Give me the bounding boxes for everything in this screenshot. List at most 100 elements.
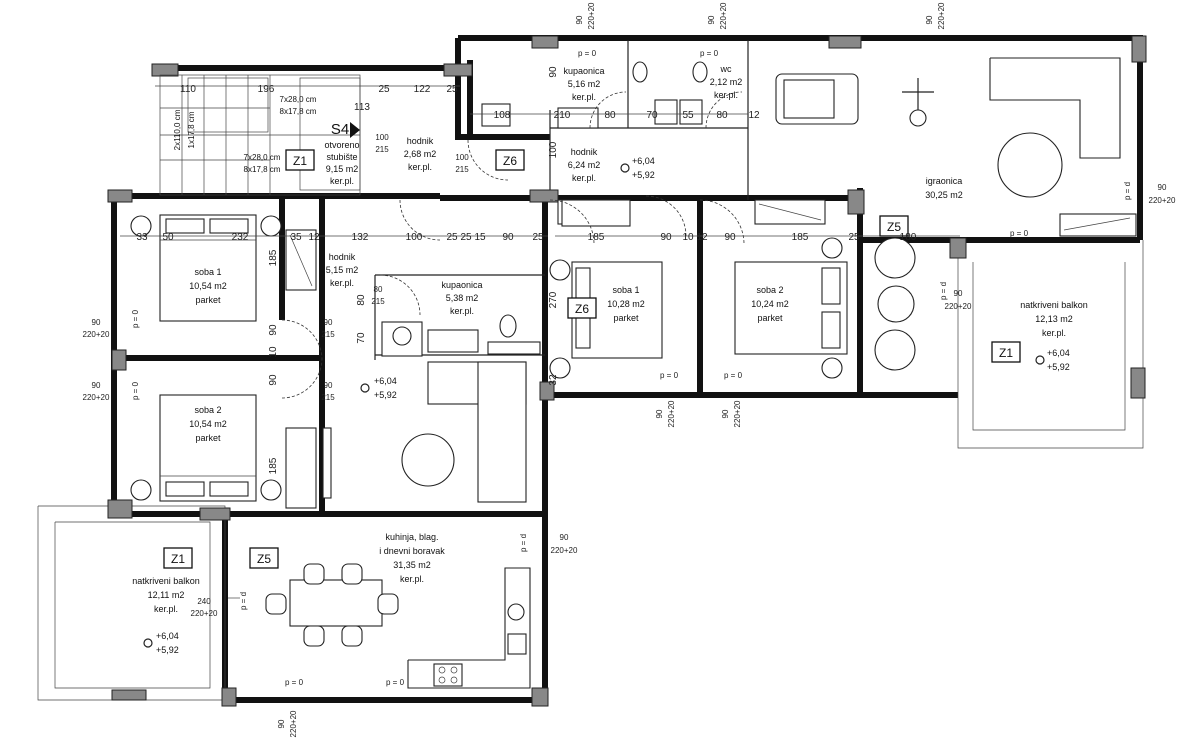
dim-row-1: 50: [162, 232, 174, 243]
open-w-left1: 90: [92, 318, 101, 327]
balconyL-floor: ker.pl.: [154, 604, 178, 614]
open-w-roomB: 90: [655, 409, 664, 418]
dim-hall-6: 12: [748, 110, 760, 121]
kitchen-area: 31,35 m2: [393, 560, 431, 570]
tag-z1-balconyL: Z1: [171, 552, 185, 566]
balconyL-name: natkriveni balkon: [132, 576, 200, 586]
dim-hall-4: 55: [682, 110, 694, 121]
bath1-area: 5,16 m2: [568, 79, 601, 89]
open-h-top2: 220+20: [719, 2, 728, 29]
stair-name: otvoreno: [324, 140, 359, 150]
dim-row-5: 132: [352, 232, 369, 243]
dim-stair-1: 196: [258, 84, 275, 95]
bath2-name: kupaonica: [441, 280, 482, 290]
dim-v-2: 10: [268, 346, 279, 358]
roomA1-area: 10,54 m2: [189, 281, 227, 291]
dim-stair-3: 122: [414, 84, 431, 95]
tag-z1-stair: Z1: [293, 154, 307, 168]
bath1-name: kupaonica: [563, 66, 604, 76]
dim-corr-6: 25: [532, 232, 544, 243]
p0-room2: p = 0: [724, 371, 743, 380]
dim-stair-0: 110: [180, 84, 196, 95]
level-bottom-living: +5,92: [374, 390, 397, 400]
pd-balconyL: p = d: [239, 592, 248, 610]
balconyR-floor: ker.pl.: [1042, 328, 1066, 338]
open-w-hall1: 90: [324, 318, 333, 327]
open-h-balc: 220+20: [945, 302, 972, 311]
roomA2-name: soba 2: [194, 405, 221, 415]
roomA1-floor: parket: [195, 295, 221, 305]
stair-floor: ker.pl.: [330, 176, 354, 186]
hall2-floor: ker.pl.: [572, 173, 596, 183]
dim-hall-1: 210: [554, 110, 571, 121]
dim-corr-1: 25: [446, 232, 458, 243]
kitchen-name2: i dnevni boravak: [379, 546, 445, 556]
dimension-numbers: 110 196 25 122 25 113 108 210 80 70 55 8…: [136, 66, 916, 474]
stair-step4: 8x17,8 cm: [244, 165, 281, 174]
dim-row-2: 232: [232, 232, 249, 243]
tag-z6-hall: Z6: [503, 154, 517, 168]
balconyR-name: natkriveni balkon: [1020, 300, 1088, 310]
roomA2-area: 10,54 m2: [189, 419, 227, 429]
dim-hall-0: 108: [494, 110, 511, 121]
p0-roomA1: p = 0: [131, 309, 140, 328]
dim-row-3: 35: [290, 232, 302, 243]
open-w-bottom: 90: [277, 719, 286, 728]
kitchen-floor: ker.pl.: [400, 574, 424, 584]
open-h-left1: 220+20: [83, 330, 110, 339]
p0-kitchen: p = 0: [285, 678, 304, 687]
tag-z5-kitchen: Z5: [257, 552, 271, 566]
dim-r-2: 10: [682, 232, 694, 243]
tag-boxes: Z1 Z6 Z6 Z5 Z1 Z1 Z5: [163, 149, 1021, 569]
stair-arrow-icon: [350, 122, 360, 138]
pd-kitchen: p = d: [519, 534, 528, 552]
dim-r-0: 185: [588, 232, 605, 243]
open-w-right: 90: [1158, 183, 1167, 192]
balconyR-area: 12,13 m2: [1035, 314, 1073, 324]
room-labels: S4 otvoreno stubište 9,15 m2 ker.pl. 7x2…: [132, 64, 1088, 614]
p0-roomA2: p = 0: [131, 381, 140, 400]
open-h-roomB2: 220+20: [733, 400, 742, 427]
open-215-hall1: 215: [321, 330, 335, 339]
open-w-balc: 90: [954, 289, 963, 298]
open-215-hall2: 215: [321, 393, 335, 402]
open-w-roomB2: 90: [721, 409, 730, 418]
dim-r-5: 90: [724, 232, 736, 243]
dim-corr-2: 25: [460, 232, 472, 243]
open-w-kitchen: 90: [560, 533, 569, 542]
open-h-kitchen: 220+20: [551, 546, 578, 555]
open-h-right: 220+20: [1149, 196, 1176, 205]
dim-r-8: 180: [900, 232, 917, 243]
dim-row-4: 12: [308, 232, 320, 243]
stair-side2: 1x17,8 cm: [187, 111, 196, 148]
roomA1-name: soba 1: [194, 267, 221, 277]
dim-row-0: 33: [136, 232, 148, 243]
dim-corr-270: 270: [548, 291, 559, 308]
open-80: 80: [374, 285, 383, 294]
dim-r-6: 185: [792, 232, 809, 243]
hall2-area: 6,24 m2: [568, 160, 601, 170]
roomA2-floor: parket: [195, 433, 221, 443]
open-w100-b: 100: [375, 133, 389, 142]
pd-balcony: p = d: [939, 282, 948, 300]
play-area: 30,25 m2: [925, 190, 963, 200]
level-bottom-balconyR: +5,92: [1047, 362, 1070, 372]
stair-tag: S4: [331, 121, 349, 138]
open-w-top2: 90: [707, 15, 716, 24]
dim-corr-3: 15: [474, 232, 486, 243]
columns: [107, 35, 1147, 707]
level-markers: +6,04 +5,92 +6,04 +5,92 +6,04 +5,92 +6,0…: [143, 156, 1070, 655]
roomB1-area: 10,28 m2: [607, 299, 645, 309]
roomB1-floor: parket: [613, 313, 639, 323]
open-h-roomB: 220+20: [667, 400, 676, 427]
p0-kitchen2: p = 0: [386, 678, 405, 687]
roomB1-name: soba 1: [612, 285, 639, 295]
p0-top-wc: p = 0: [700, 49, 719, 58]
stair-step2: 8x17,8 cm: [280, 107, 317, 116]
open-240: 240: [197, 597, 211, 606]
dim-hall-5: 80: [716, 110, 728, 121]
dim-v-6: 80: [356, 294, 367, 306]
stair-name2: stubište: [326, 152, 357, 162]
p0-top-bath: p = 0: [578, 49, 597, 58]
balconyL-area: 12,11 m2: [148, 590, 185, 600]
